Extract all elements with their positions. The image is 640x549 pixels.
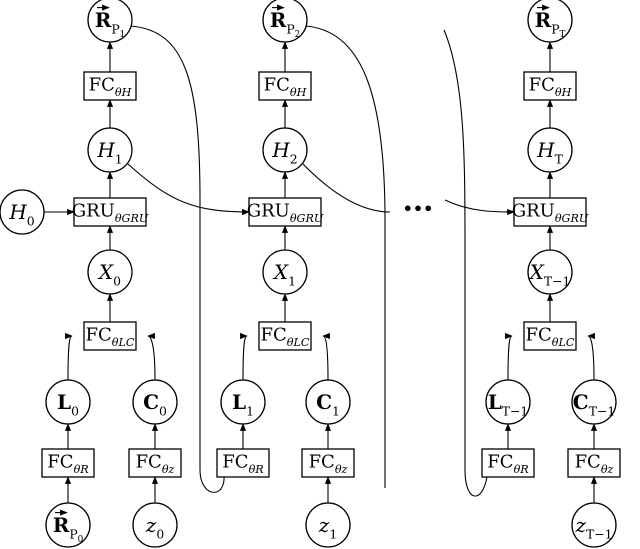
svg-text:GRUθGRU: GRUθGRU: [247, 200, 324, 225]
svg-text:CT−1: CT−1: [573, 390, 615, 418]
x-1-node: X0: [87, 249, 133, 295]
svg-text:GRUθGRU: GRUθGRU: [512, 200, 589, 225]
svg-text:GRUθGRU: GRUθGRU: [72, 200, 149, 225]
svg-text:FCθH: FCθH: [529, 74, 572, 99]
edge: [322, 332, 330, 381]
fc-r-2-box: FCθR: [216, 448, 270, 478]
edges: [44, 25, 598, 503]
gru-2-box: GRUθGRU: [247, 197, 324, 227]
fc-lc-1-box: FCθLC: [83, 321, 137, 351]
svg-text:zT−1: zT−1: [574, 513, 612, 541]
r-output-T-node: RPT: [527, 0, 573, 43]
edge: [444, 199, 515, 216]
c-1-node: C0: [132, 379, 178, 425]
fc-h-2-box: FCθH: [258, 71, 312, 101]
c-T-node: CT−1: [571, 379, 617, 425]
svg-text:•••: •••: [403, 199, 434, 218]
z-T-node: zT−1: [571, 502, 617, 548]
edge: [240, 332, 248, 381]
fc-r-T-box: FCθR: [481, 448, 535, 478]
ellipsis-dots: •••: [403, 199, 434, 218]
svg-text:FCθLC: FCθLC: [86, 324, 135, 349]
svg-text:FCθLC: FCθLC: [526, 324, 575, 349]
svg-text:H0: H0: [8, 200, 34, 228]
l-1-node: L0: [45, 379, 91, 425]
l-T-node: LT−1: [485, 379, 531, 425]
edge: [65, 332, 73, 381]
r-output-2-node: RP2: [262, 0, 308, 43]
h0-node: H0: [0, 189, 45, 235]
z-1-node: z0: [132, 502, 178, 548]
svg-text:L1: L1: [232, 390, 254, 418]
svg-text:XT−1: XT−1: [528, 260, 571, 288]
svg-text:H2: H2: [271, 138, 297, 166]
edge: [147, 332, 156, 381]
fc-z-1-box: FCθz: [128, 448, 182, 478]
svg-text:H1: H1: [96, 138, 122, 166]
svg-text:FCθz: FCθz: [309, 451, 348, 476]
edge: [587, 332, 595, 381]
edge: [505, 332, 513, 381]
fc-lc-T-box: FCθLC: [523, 321, 577, 351]
fc-z-T-box: FCθz: [567, 448, 621, 478]
svg-text:X1: X1: [272, 260, 296, 288]
svg-text:RPT: RPT: [535, 8, 566, 40]
svg-text:FCθR: FCθR: [47, 451, 88, 476]
svg-text:FCθR: FCθR: [222, 451, 263, 476]
fc-z-2-box: FCθz: [301, 448, 355, 478]
fc-lc-2-box: FCθLC: [258, 321, 312, 351]
r-output-1-node: RP1: [87, 0, 133, 43]
c-2-node: C1: [305, 379, 351, 425]
edge: [129, 25, 228, 493]
r-input-0-node: RP0: [45, 502, 91, 548]
svg-text:RP2: RP2: [270, 8, 301, 40]
edge: [127, 163, 250, 216]
svg-text:FCθz: FCθz: [575, 451, 614, 476]
fc-h-1-box: FCθH: [83, 71, 137, 101]
h-1-node: H1: [87, 127, 133, 173]
svg-text:FCθz: FCθz: [136, 451, 175, 476]
svg-text:FCθLC: FCθLC: [261, 324, 310, 349]
h-2-node: H2: [262, 127, 308, 173]
fc-r-1-box: FCθR: [41, 448, 95, 478]
l-2-node: L1: [220, 379, 266, 425]
svg-text:z1: z1: [318, 513, 337, 541]
edge: [443, 29, 491, 497]
edge: [304, 25, 386, 488]
svg-text:FCθR: FCθR: [487, 451, 528, 476]
svg-text:C0: C0: [143, 390, 167, 418]
svg-text:RP1: RP1: [95, 8, 126, 40]
svg-text:X0: X0: [97, 260, 121, 288]
svg-text:RP0: RP0: [53, 513, 84, 545]
h-T-node: HT: [527, 127, 573, 173]
svg-text:L0: L0: [57, 390, 79, 418]
x-T-node: XT−1: [527, 249, 573, 295]
svg-text:FCθH: FCθH: [264, 74, 307, 99]
x-2-node: X1: [262, 249, 308, 295]
svg-text:HT: HT: [536, 138, 563, 166]
fc-h-T-box: FCθH: [523, 71, 577, 101]
z-2-node: z1: [305, 502, 351, 548]
gru-T-box: GRUθGRU: [512, 197, 589, 227]
svg-text:FCθH: FCθH: [89, 74, 132, 99]
gru-1-box: GRUθGRU: [72, 197, 149, 227]
svg-text:z0: z0: [145, 513, 165, 541]
svg-text:LT−1: LT−1: [488, 390, 529, 418]
svg-text:C1: C1: [316, 390, 340, 418]
